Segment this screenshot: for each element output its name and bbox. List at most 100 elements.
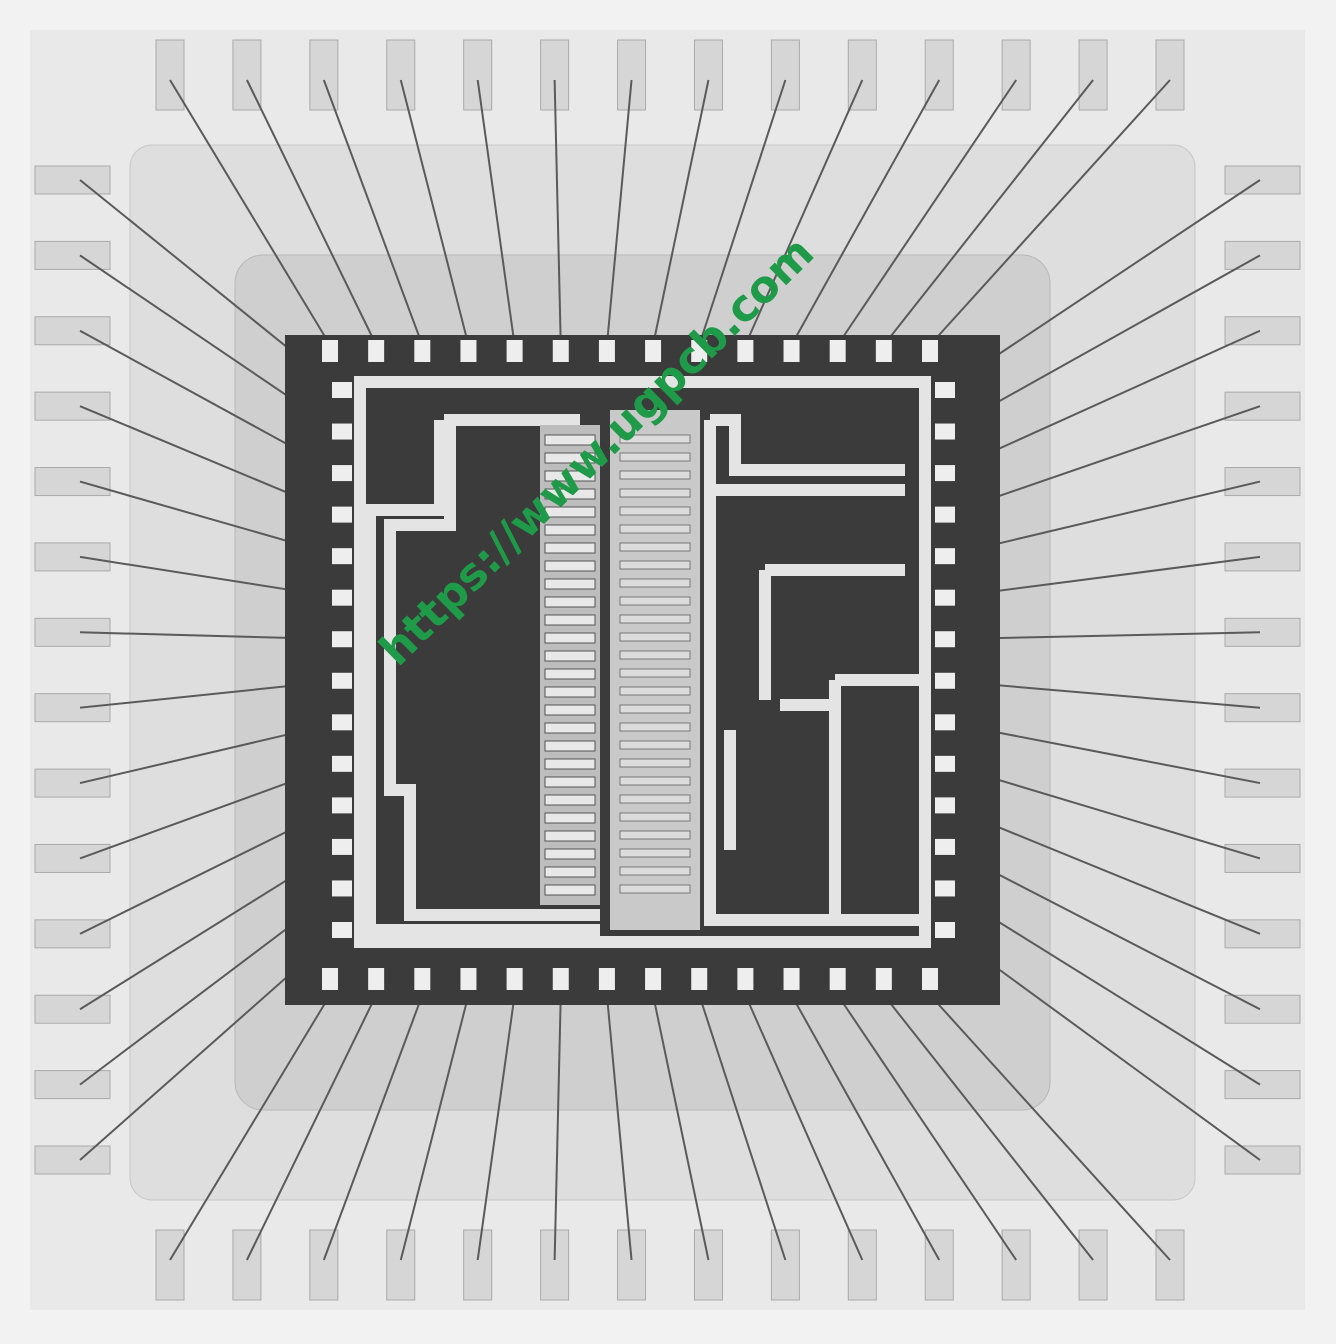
- bond-pads: [322, 340, 955, 990]
- lead: [847, 1229, 877, 1301]
- lead: [1224, 994, 1301, 1024]
- bond-pad: [935, 755, 955, 772]
- bond-pad: [935, 714, 955, 731]
- cell: [544, 596, 596, 608]
- lead: [34, 542, 111, 572]
- cell: [544, 578, 596, 590]
- lead: [1224, 467, 1301, 497]
- bond-wire: [883, 994, 1094, 1261]
- bond-pad: [935, 672, 955, 689]
- lead: [770, 39, 800, 111]
- bond-wire: [790, 79, 941, 346]
- cell: [619, 614, 691, 624]
- cell: [544, 866, 596, 878]
- cell-rows: [544, 434, 691, 896]
- bond-pad: [737, 968, 754, 990]
- cell: [544, 560, 596, 572]
- cell: [619, 434, 691, 444]
- lead: [1224, 542, 1301, 572]
- bond-wire: [246, 994, 378, 1261]
- cell: [619, 866, 691, 876]
- bond-pad: [332, 838, 352, 855]
- lead: [847, 39, 877, 111]
- bond-pad: [829, 340, 846, 362]
- cell: [544, 506, 596, 518]
- lead: [1155, 1229, 1185, 1301]
- bond-pad: [332, 465, 352, 482]
- lead: [309, 39, 339, 111]
- cell: [619, 686, 691, 696]
- cell: [619, 596, 691, 606]
- cell: [619, 488, 691, 498]
- bond-pad: [935, 548, 955, 565]
- lead: [34, 1145, 111, 1175]
- bond-pad: [935, 506, 955, 523]
- lead: [1224, 165, 1301, 195]
- bond-pad: [322, 340, 338, 362]
- cell: [619, 578, 691, 588]
- bond-pad: [506, 340, 523, 362]
- cell: [619, 506, 691, 516]
- lead: [1224, 1070, 1301, 1100]
- cell: [619, 758, 691, 768]
- lead: [1155, 39, 1185, 111]
- bond-pad: [368, 968, 385, 990]
- bond-wire: [790, 994, 941, 1261]
- bond-pad: [332, 506, 352, 523]
- cell: [544, 848, 596, 860]
- bond-wire: [169, 994, 331, 1261]
- cell: [619, 848, 691, 858]
- cell: [619, 830, 691, 840]
- lead: [1224, 693, 1301, 723]
- bond-wire: [246, 79, 378, 346]
- bond-pad: [935, 838, 955, 855]
- bond-pad: [332, 880, 352, 897]
- bond-wire: [476, 79, 516, 346]
- bond-pad: [875, 340, 892, 362]
- bond-wire: [399, 79, 470, 346]
- bond-pad: [935, 423, 955, 440]
- bond-wire: [744, 79, 864, 346]
- bond-wire: [322, 79, 424, 346]
- bond-pad: [332, 672, 352, 689]
- cell: [544, 650, 596, 662]
- lead: [463, 39, 493, 111]
- lead: [1224, 768, 1301, 798]
- cell: [544, 524, 596, 536]
- lead: [1001, 39, 1031, 111]
- bond-pad: [332, 382, 352, 398]
- bond-pad: [875, 968, 892, 990]
- lead: [1078, 39, 1108, 111]
- bond-pad: [691, 968, 708, 990]
- bond-pad: [460, 968, 477, 990]
- bond-wire: [698, 79, 787, 346]
- bond-wire: [652, 79, 710, 346]
- bond-wire: [836, 79, 1017, 346]
- lead: [34, 165, 111, 195]
- cell: [619, 542, 691, 552]
- cell: [544, 776, 596, 788]
- lead-frame: [34, 39, 1301, 1301]
- bond-wire: [322, 994, 424, 1261]
- cell: [544, 668, 596, 680]
- bond-pad: [332, 714, 352, 731]
- cell: [544, 452, 596, 464]
- bond-pad: [829, 968, 846, 990]
- cell: [619, 470, 691, 480]
- lead: [34, 240, 111, 270]
- lead: [309, 1229, 339, 1301]
- lead: [1078, 1229, 1108, 1301]
- bond-wire: [605, 994, 633, 1261]
- cell: [544, 614, 596, 626]
- bond-pad: [598, 340, 615, 362]
- cell: [619, 794, 691, 804]
- bond-pad: [598, 968, 615, 990]
- bond-pad: [922, 340, 938, 362]
- bond-pad: [935, 631, 955, 648]
- bond-wire: [698, 994, 787, 1261]
- cell: [619, 632, 691, 642]
- bond-wire: [652, 994, 710, 1261]
- bond-pad: [645, 340, 662, 362]
